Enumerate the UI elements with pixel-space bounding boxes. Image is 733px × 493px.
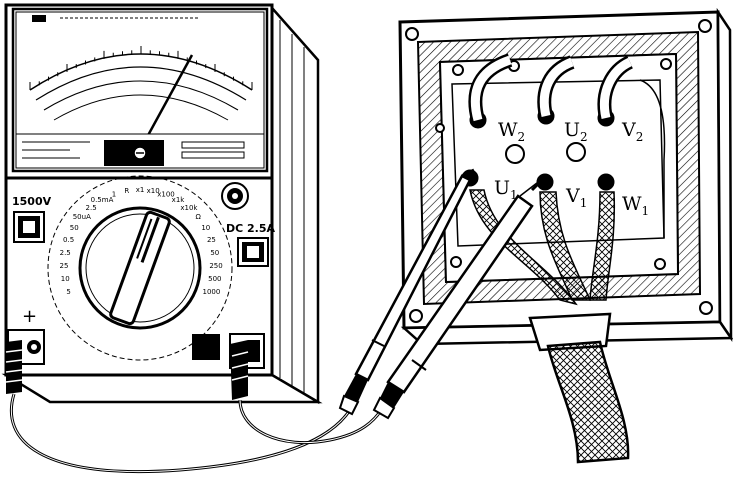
jack-plus[interactable] <box>5 329 45 394</box>
terminal-stud <box>505 144 525 164</box>
multimeter: 1500V DC 2.5A <box>1 3 323 405</box>
dial-mark: 50uA <box>73 213 91 221</box>
jack-1500v[interactable] <box>13 211 45 243</box>
terminal-labels: W2 U2 V2 U1 V1 W1 <box>494 119 649 218</box>
terminal-stud <box>566 142 586 162</box>
black-lead-wire <box>238 399 387 445</box>
terminal-label-w2: W2 <box>498 119 525 144</box>
terminal-label-u1: U1 <box>494 177 518 202</box>
dial-mark: 10 <box>61 275 70 283</box>
terminal-label-v2: V2 <box>621 119 643 144</box>
dial-mark: 10 <box>201 224 210 232</box>
black-probe[interactable] <box>372 175 547 420</box>
dial-mark: 5 <box>66 288 70 296</box>
dial-mark: 500 <box>208 275 221 283</box>
dial-mark: Ω <box>196 213 202 221</box>
dial-mark: 2.5 <box>86 204 97 212</box>
terminal-box: W2 U2 V2 U1 V1 W1 <box>398 7 733 464</box>
dial-mark: x100 <box>157 191 175 199</box>
dial-mark: 50 <box>70 224 79 232</box>
red-probe[interactable] <box>338 168 475 416</box>
multimeter-bottom <box>1 373 323 404</box>
dial-mark: 1 <box>112 191 116 199</box>
terminal-label-w1: W1 <box>622 193 649 218</box>
brand-plate <box>32 15 46 22</box>
multimeter-side <box>270 4 320 405</box>
jack-minus[interactable] <box>192 333 265 400</box>
terminal-label-v1: V1 <box>565 185 587 210</box>
dial-mark: 50 <box>210 249 219 257</box>
dial-mark: x1k <box>172 196 186 204</box>
dial-mark: x10 <box>147 187 160 195</box>
dial-mark: 1000 <box>202 288 220 296</box>
dial-mark: x1 <box>136 186 145 194</box>
dial-mark: R <box>124 187 129 195</box>
dial-mark: 25 <box>207 236 216 244</box>
dial-mark: 25 <box>60 262 69 270</box>
probes <box>338 168 547 420</box>
dial-mark: 250 <box>209 262 222 270</box>
dial-mark: x10k <box>180 204 198 212</box>
dial-mark: 0.5 <box>63 236 74 244</box>
dial-knob-bar[interactable] <box>109 210 171 326</box>
corner-bolt <box>409 309 423 323</box>
red-lead-wire <box>9 393 352 473</box>
meter-window <box>11 7 269 173</box>
dial-mark: 2.5 <box>60 249 71 257</box>
corner-bolt <box>698 19 712 33</box>
terminal-label-u2: U2 <box>564 119 588 144</box>
label-1500v: 1500V <box>12 195 52 208</box>
corner-bolt <box>405 27 419 41</box>
test-leads <box>9 393 387 473</box>
terminal-stud <box>597 173 615 191</box>
dial-mark: 0.5mA <box>91 196 114 204</box>
jack-dc25a[interactable] <box>221 182 249 210</box>
corner-bolt <box>699 301 713 315</box>
plus-label: + <box>22 306 37 327</box>
jack-aux[interactable] <box>237 237 269 267</box>
supply-cable <box>546 340 630 464</box>
label-dc25a: DC 2.5A <box>226 222 276 235</box>
